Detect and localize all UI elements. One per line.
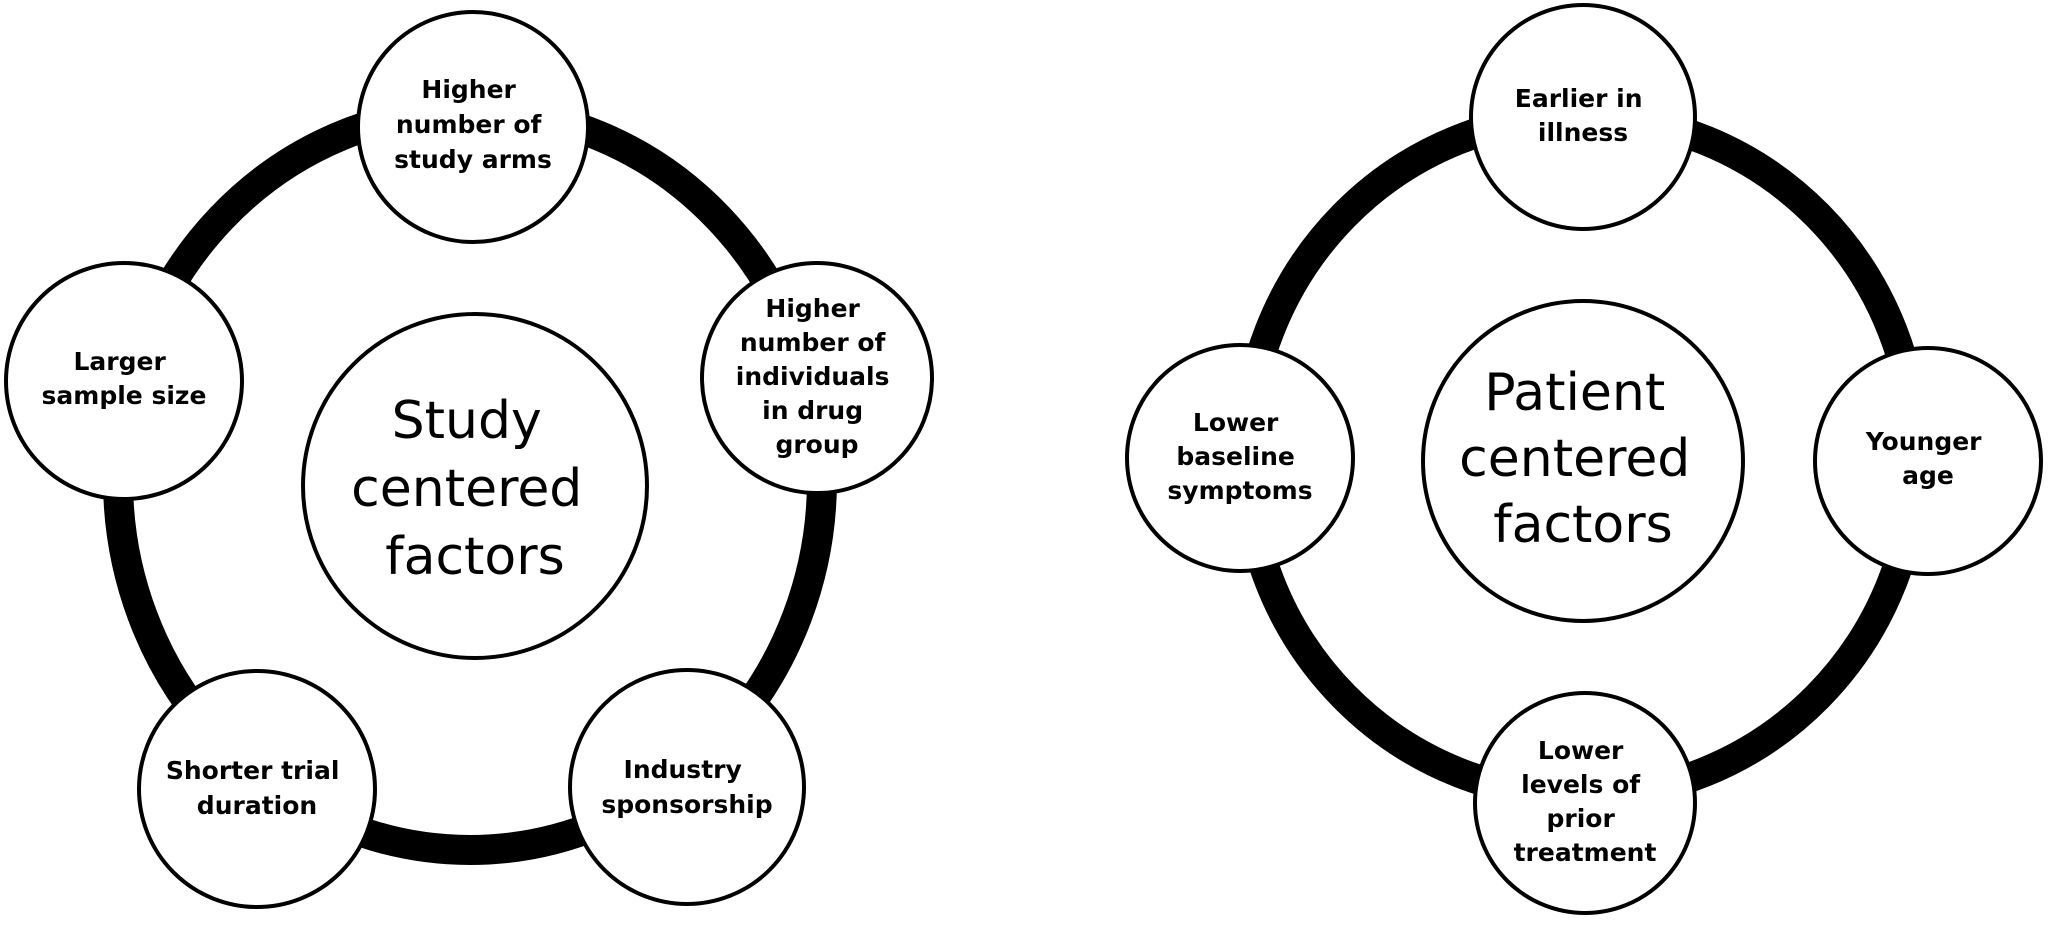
study-center-label: Study centered factors [351,391,599,587]
study-node-drug-group: Higher number of individuals in drug gro… [700,261,934,495]
patient-node-prior-treatment: Lower levels of prior treatment [1473,691,1697,915]
patient-node-earlier-illness-label: Earlier in illness [1515,84,1652,147]
study-factors-diagram: Study centered factors Higher number of … [4,10,934,909]
patient-node-prior-treatment-label: Lower levels of prior treatment [1514,736,1657,867]
patient-node-younger-age-label: Younger age [1865,427,1990,490]
study-node-trial-duration-label: Shorter trial duration [166,756,348,820]
patient-factors-diagram: Patient centered factors Earlier in illn… [1125,3,2043,915]
study-node-drug-group-label: Higher number of individuals in drug gro… [736,294,898,459]
study-node-industry-sponsorship-label: Industry sponsorship [601,755,772,819]
study-node-industry-sponsorship: Industry sponsorship [568,668,806,906]
patient-node-baseline-symptoms-label: Lower baseline symptoms [1167,408,1312,505]
patient-center-circle [1421,299,1745,623]
study-node-study-arms: Higher number of study arms [356,10,590,244]
patient-node-earlier-illness: Earlier in illness [1469,3,1697,231]
patient-node-younger-age: Younger age [1813,346,2043,576]
study-center-circle [301,312,649,660]
patient-node-baseline-symptoms: Lower baseline symptoms [1125,343,1355,573]
study-node-sample-size: Larger sample size [4,261,244,501]
study-node-trial-duration: Shorter trial duration [137,669,377,909]
study-node-study-arms-label: Higher number of study arms [394,75,552,174]
study-node-sample-size-label: Larger sample size [42,347,207,410]
patient-center-label: Patient centered factors [1459,363,1707,555]
